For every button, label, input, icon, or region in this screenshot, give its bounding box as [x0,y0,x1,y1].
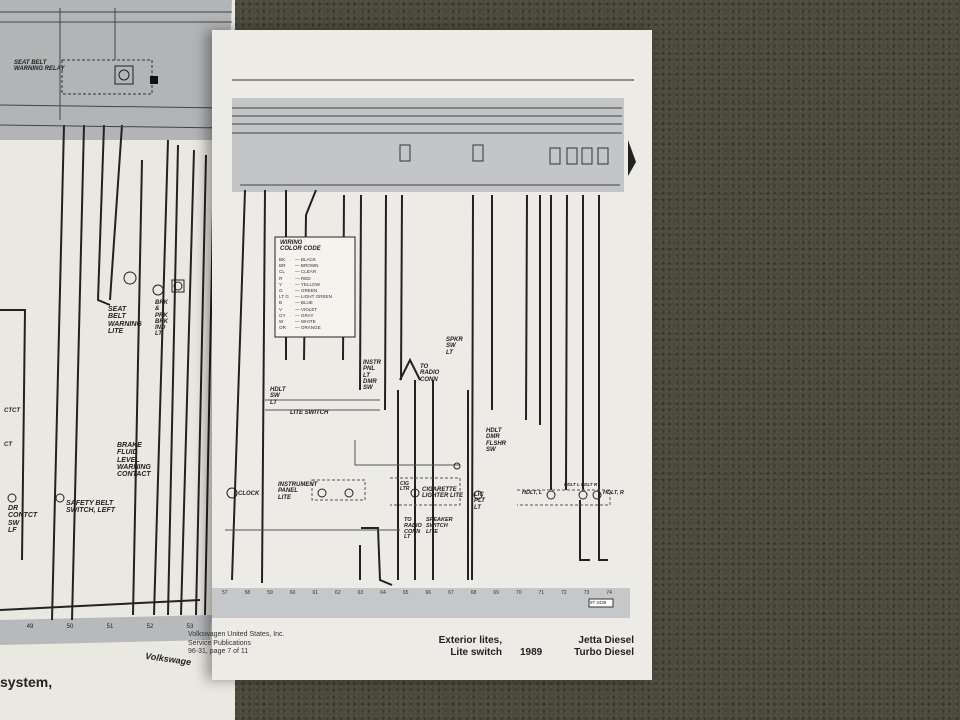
color-row: Y— YELLOW [279,281,320,287]
color-row: R— RED [279,275,311,281]
headlight-right-label: HDLT, R [603,490,624,496]
color-row: BR— BROWN [279,263,319,269]
publisher-footer: Volkswagen United States, Inc.Service Pu… [188,631,285,655]
model-year: 1989 [520,647,543,658]
color-row: CL— CLEAR [279,269,317,275]
headlight-pair-label: HDLT L HDLT R [564,482,598,487]
partial-label-2: CT [4,442,12,448]
lite-switch-label: LITE SWITCH [290,410,329,416]
color-row: G— GREEN [279,288,318,294]
color-code-table: BK— BLACK BR— BROWN CL— CLEAR R— RED Y— … [279,257,354,331]
section-title: Exterior lites,Lite switch [438,635,502,658]
color-row: W— WHITE [279,319,316,325]
color-row: LT G— LIGHT GREEN [279,294,332,300]
clock-label: CLOCK [238,491,260,497]
left-footer-text: system, [0,674,53,690]
color-row: GY— GRAY [279,312,314,318]
reference-tag: 97 3438 [590,600,607,605]
color-row: V— VIOLET [279,306,318,312]
color-row: BK— BLACK [279,257,316,262]
headlight-left-label: HDLT, L [522,490,543,496]
color-row: B— BLUE [279,300,313,306]
color-row: OR— ORANGE [279,325,321,331]
partial-label-1: CTCT [4,408,20,414]
